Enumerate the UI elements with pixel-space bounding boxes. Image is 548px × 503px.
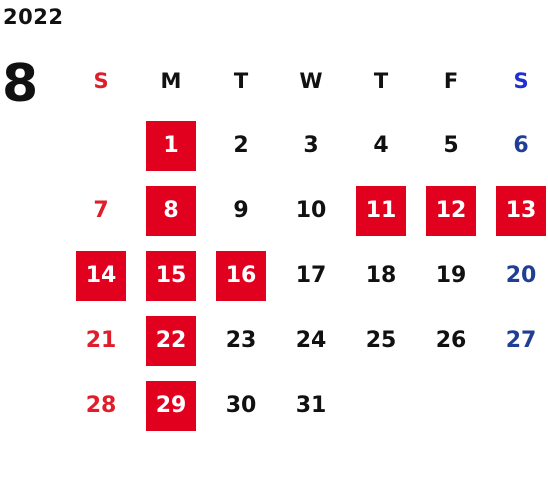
day-cell: 25 [346,308,416,373]
weekday-header-thursday: T [373,69,389,93]
day-number [76,121,126,171]
calendar-month: 8 [2,54,39,114]
day-cell-highlighted: 8 [136,178,206,243]
day-number: 30 [225,393,257,418]
day-cell: 5 [416,113,486,178]
day-cell: 21 [66,308,136,373]
day-number: 22 [146,315,196,366]
day-cell: 24 [276,308,346,373]
day-number: 20 [505,263,537,288]
day-cell-highlighted: 16 [206,243,276,308]
day-cell: 6 [486,113,548,178]
day-cell: 18 [346,243,416,308]
day-cell-highlighted: 11 [346,178,416,243]
day-number: 6 [513,133,529,158]
day-cell-highlighted: 29 [136,373,206,438]
day-cell: 17 [276,243,346,308]
day-number: 29 [146,380,196,431]
day-cell [66,113,136,178]
day-cell: 20 [486,243,548,308]
day-number: 26 [435,328,467,353]
day-number [426,381,476,431]
day-cell: 10 [276,178,346,243]
weekday-header-friday: F [443,69,459,93]
day-number: 25 [365,328,397,353]
day-number [356,381,406,431]
day-cell: 9 [206,178,276,243]
day-cell-highlighted: 12 [416,178,486,243]
day-cell: 19 [416,243,486,308]
calendar-grid: S M T W T F S 1 2 3 4 5 6 7 8 9 10 11 12… [66,49,548,438]
weekday-header-monday: M [160,69,182,93]
day-number: 18 [365,263,397,288]
day-number: 23 [225,328,257,353]
day-cell: 3 [276,113,346,178]
weekday-header-saturday: S [513,69,529,93]
day-cell: 2 [206,113,276,178]
day-number: 14 [76,250,126,301]
day-cell: 4 [346,113,416,178]
day-cell-highlighted: 22 [136,308,206,373]
day-cell: 28 [66,373,136,438]
calendar-year: 2022 [3,5,64,29]
day-cell-highlighted: 1 [136,113,206,178]
day-number: 9 [233,198,249,223]
day-cell [486,373,548,438]
day-number: 24 [295,328,327,353]
day-number: 28 [85,393,117,418]
day-cell: 30 [206,373,276,438]
weekday-header-wednesday: W [299,69,323,93]
day-cell: 23 [206,308,276,373]
day-number: 10 [295,198,327,223]
day-number: 31 [295,393,327,418]
weekday-header-sunday: S [93,69,109,93]
day-number: 13 [496,185,546,236]
day-number: 15 [146,250,196,301]
day-number: 7 [93,198,109,223]
day-number: 3 [303,133,319,158]
day-number: 5 [443,133,459,158]
day-cell: 7 [66,178,136,243]
day-number: 19 [435,263,467,288]
day-number: 21 [85,328,117,353]
day-number: 2 [233,133,249,158]
day-number: 27 [505,328,537,353]
day-cell: 26 [416,308,486,373]
day-cell-highlighted: 15 [136,243,206,308]
day-cell: 31 [276,373,346,438]
day-cell [346,373,416,438]
day-number: 12 [426,185,476,236]
day-number: 8 [146,185,196,236]
day-number: 4 [373,133,389,158]
day-cell [416,373,486,438]
day-number: 1 [146,120,196,171]
day-cell-highlighted: 13 [486,178,548,243]
day-number [496,381,546,431]
day-cell: 27 [486,308,548,373]
weekday-header-tuesday: T [233,69,249,93]
day-number: 16 [216,250,266,301]
day-number: 11 [356,185,406,236]
day-cell-highlighted: 14 [66,243,136,308]
day-number: 17 [295,263,327,288]
